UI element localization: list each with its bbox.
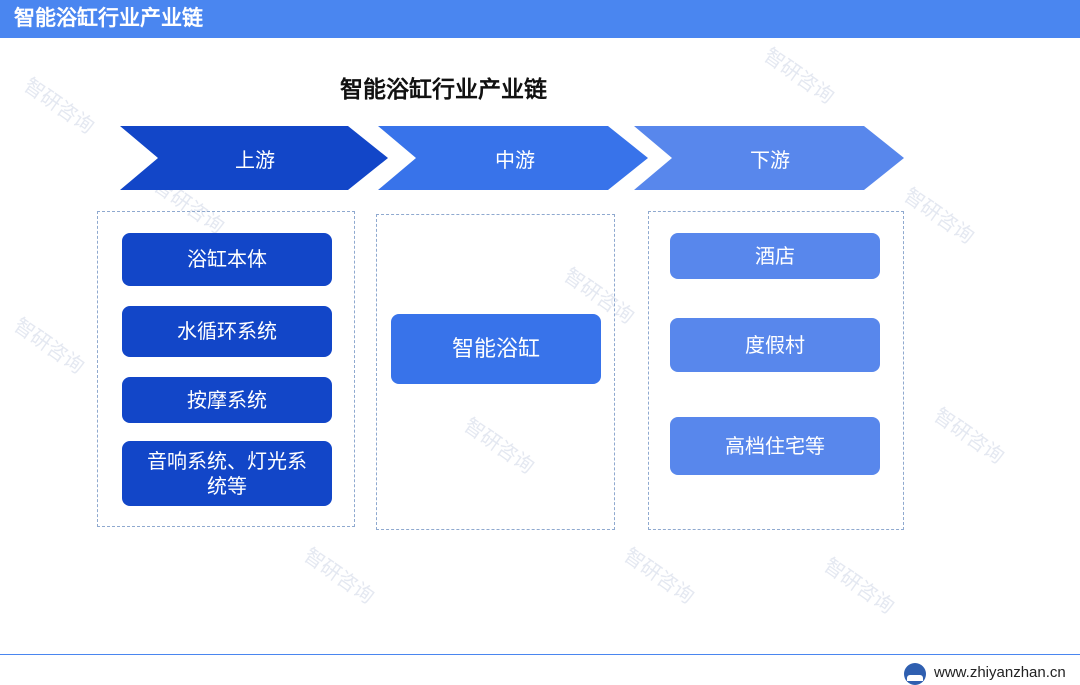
upstream-item: 音响系统、灯光系统等 xyxy=(122,441,332,506)
midstream-arrow xyxy=(378,126,648,190)
stage-label-downstream: 下游 xyxy=(750,148,790,172)
midstream-group xyxy=(376,214,615,530)
diagram-title: 智能浴缸行业产业链 xyxy=(340,76,547,103)
upstream-item: 按摩系统 xyxy=(122,377,332,423)
midstream-item: 智能浴缸 xyxy=(391,314,601,384)
downstream-group xyxy=(648,211,904,530)
header-bar: 智能浴缸行业产业链 xyxy=(0,0,1080,38)
downstream-item: 高档住宅等 xyxy=(670,417,880,475)
upstream-item: 水循环系统 xyxy=(122,306,332,357)
stage-label-upstream: 上游 xyxy=(235,148,275,172)
header-title: 智能浴缸行业产业链 xyxy=(14,6,203,30)
upstream-item: 浴缸本体 xyxy=(122,233,332,286)
downstream-item: 酒店 xyxy=(670,233,880,279)
upstream-group xyxy=(97,211,355,527)
footer-url: www.zhiyanzhan.cn xyxy=(934,664,1066,681)
footer-divider xyxy=(0,654,1080,655)
downstream-arrow xyxy=(634,126,904,190)
stage-label-midstream: 中游 xyxy=(495,148,535,172)
logo-icon xyxy=(904,663,926,685)
downstream-item: 度假村 xyxy=(670,318,880,372)
upstream-arrow xyxy=(120,126,388,190)
